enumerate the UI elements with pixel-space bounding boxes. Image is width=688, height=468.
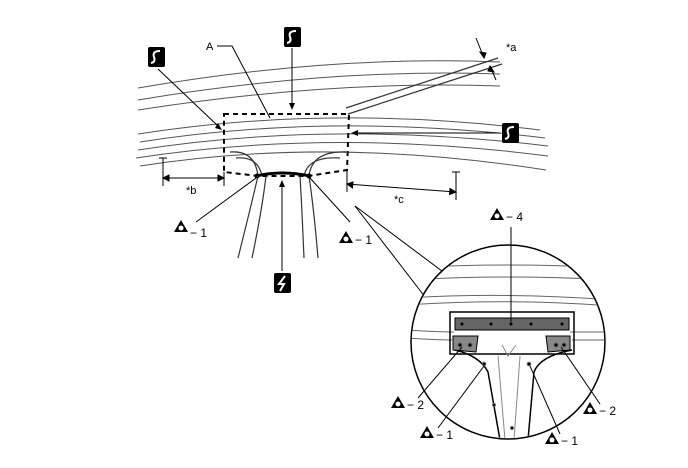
right-weld-callout: − 1 (355, 233, 372, 247)
detail-right-2-callout: − 2 (599, 404, 616, 418)
spot-weld-triangle-icon (420, 426, 434, 438)
detail-left-2-callout: − 2 (407, 398, 424, 412)
weld-point-right (306, 173, 312, 179)
spot-weld-triangle-icon (545, 432, 559, 444)
detail-right-1-callout: − 1 (561, 434, 578, 448)
detail-zoom-lines (354, 205, 455, 307)
top-left-symbol-arrow (215, 123, 222, 130)
cut-region-outline (223, 113, 351, 177)
weld-symbol-arrow (279, 180, 285, 187)
right-weld-leader (309, 177, 351, 223)
spot-weld-triangle-icon (174, 220, 188, 232)
pillar-weld-band (255, 171, 311, 178)
spot-weld-triangle-icon (339, 231, 353, 243)
spot-weld-triangle-icon (490, 208, 504, 220)
top-left-symbol-leader (157, 68, 219, 127)
dimension-c (345, 170, 460, 200)
detail-top-callout: − 4 (506, 210, 523, 224)
detail-left-1-callout: − 1 (436, 428, 453, 442)
dimension-b-label: *b (186, 185, 196, 197)
dimension-a (475, 37, 497, 81)
left-weld-leader (195, 177, 257, 223)
part-a-leader (217, 45, 271, 119)
dimension-a-label: *a (506, 42, 517, 54)
spot-weld-triangle-icon (391, 396, 405, 408)
cut-line-symbol-top (284, 27, 301, 47)
spot-weld-triangle-icon (583, 402, 597, 414)
left-weld-callout: − 1 (190, 226, 207, 240)
weld-point-left (254, 173, 260, 179)
dimension-c-label: *c (394, 194, 404, 206)
part-a-label: A (206, 41, 214, 53)
right-symbol-arrow (351, 130, 358, 136)
detail-view (410, 244, 606, 440)
cut-line-symbol-right (502, 123, 519, 143)
roof-panel (135, 60, 549, 171)
top-symbol-arrow (289, 103, 295, 110)
weld-bolt-symbol (274, 273, 291, 293)
roof-rail (345, 57, 503, 115)
dimension-b (159, 157, 226, 186)
cut-line-symbol-top-left (148, 47, 165, 67)
detail-leaders (417, 227, 601, 435)
center-pillar (229, 151, 349, 259)
